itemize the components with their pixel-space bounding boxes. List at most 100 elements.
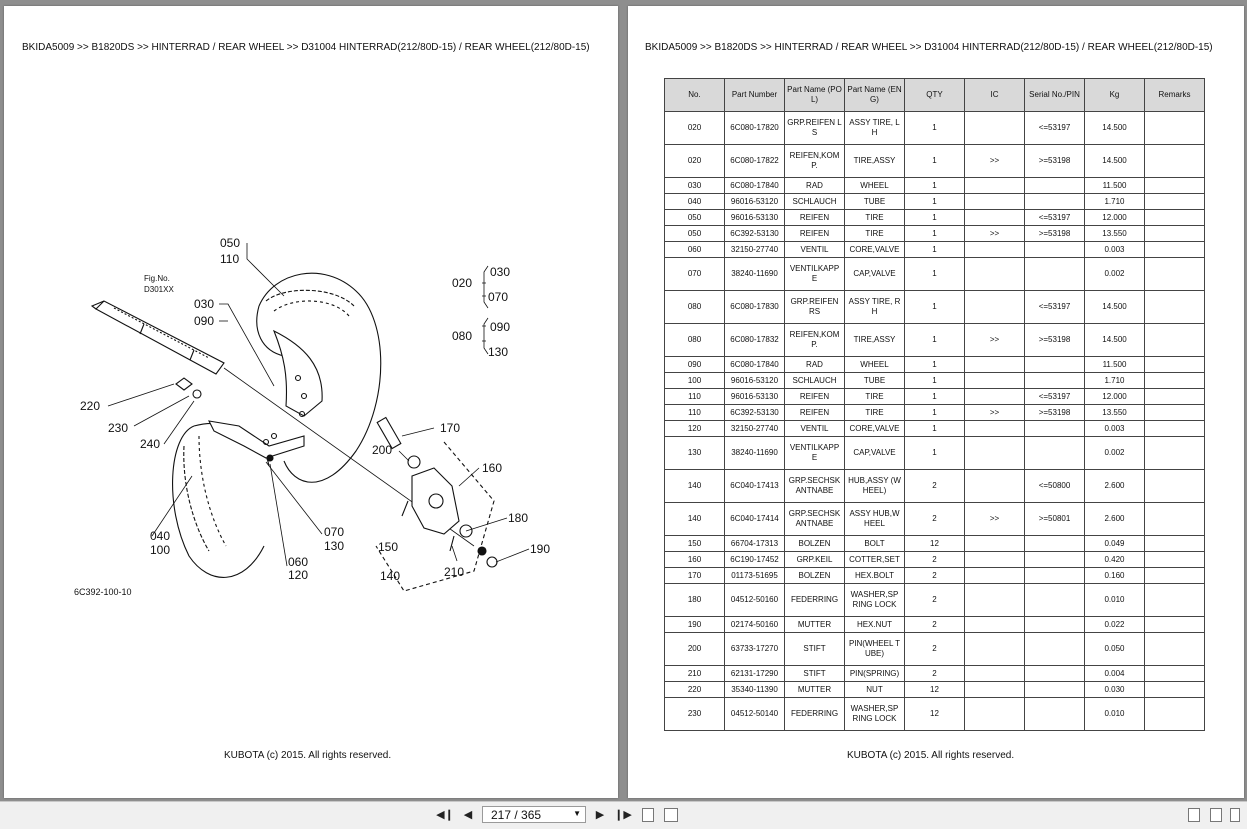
- next-page-icon[interactable]: ▶: [595, 809, 605, 821]
- cell-part-number: 6C190-17452: [724, 551, 785, 568]
- page-layout-icon[interactable]: [642, 808, 654, 822]
- cell-qty: 1: [904, 356, 965, 373]
- header-ic: IC: [964, 78, 1025, 112]
- cell-part-number: 6C080-17840: [724, 356, 785, 373]
- cell-part-name-pol: GRP.SECHSK ANTNABE: [784, 469, 845, 503]
- breadcrumb: BKIDA5009 >> B1820DS >> HINTERRAD / REAR…: [645, 42, 1213, 53]
- cell-qty: 1: [904, 144, 965, 178]
- two-page-icon[interactable]: [664, 808, 678, 822]
- cell-part-name-pol: GRP.REIFEN LS: [784, 111, 845, 145]
- cell-ic: >>: [964, 404, 1025, 421]
- last-page-icon[interactable]: ❙▶: [614, 809, 632, 821]
- cell-kg: 11.500: [1084, 356, 1145, 373]
- cell-no: 190: [664, 616, 725, 633]
- cell-part-number: 6C080-17830: [724, 290, 785, 324]
- callout-070: 070: [324, 525, 344, 539]
- first-page-icon[interactable]: ◀❙: [436, 809, 454, 821]
- callout-150: 150: [378, 540, 398, 554]
- cell-no: 110: [664, 388, 725, 405]
- cell-kg: 0.420: [1084, 551, 1145, 568]
- cell-kg: 1.710: [1084, 372, 1145, 389]
- cell-ic: [964, 632, 1025, 666]
- cell-no: 150: [664, 535, 725, 552]
- single-page-view-icon[interactable]: [1188, 808, 1200, 822]
- figure-code: 6C392-100-10: [74, 587, 132, 597]
- cell-serial: [1024, 356, 1085, 373]
- cell-qty: 1: [904, 257, 965, 291]
- cell-part-name-eng: CORE,VALVE: [844, 241, 905, 258]
- cell-remarks: [1144, 241, 1205, 258]
- cell-part-name-eng: ASSY TIRE, LH: [844, 111, 905, 145]
- callout-030-group: 030: [490, 265, 510, 279]
- cell-part-number: 6C392-53130: [724, 225, 785, 242]
- continuous-view-icon[interactable]: [1210, 808, 1222, 822]
- page-selector[interactable]: 217 / 365 ▼: [482, 806, 586, 823]
- cell-part-name-eng: TIRE: [844, 388, 905, 405]
- cell-serial: [1024, 697, 1085, 731]
- cell-part-number: 63733-17270: [724, 632, 785, 666]
- cell-remarks: [1144, 420, 1205, 437]
- cell-part-name-eng: TUBE: [844, 193, 905, 210]
- prev-page-icon[interactable]: ◀: [463, 809, 473, 821]
- cell-part-name-eng: HEX.NUT: [844, 616, 905, 633]
- cell-part-name-pol: GRP.KEIL: [784, 551, 845, 568]
- cell-serial: [1024, 372, 1085, 389]
- cell-qty: 2: [904, 567, 965, 584]
- cell-remarks: [1144, 436, 1205, 470]
- cell-kg: 13.550: [1084, 404, 1145, 421]
- cell-part-name-eng: ASSY TIRE, RH: [844, 290, 905, 324]
- cell-kg: 0.050: [1084, 632, 1145, 666]
- cell-kg: 0.160: [1084, 567, 1145, 584]
- cell-remarks: [1144, 616, 1205, 633]
- cell-kg: 12.000: [1084, 388, 1145, 405]
- callout-220: 220: [80, 399, 100, 413]
- cell-kg: 14.500: [1084, 323, 1145, 357]
- cell-qty: 1: [904, 241, 965, 258]
- cell-part-name-pol: BOLZEN: [784, 535, 845, 552]
- callout-100: 100: [150, 543, 170, 557]
- cell-ic: [964, 535, 1025, 552]
- callout-130: 130: [324, 539, 344, 553]
- cell-part-name-eng: WHEEL: [844, 177, 905, 194]
- cell-serial: [1024, 551, 1085, 568]
- cell-part-name-eng: CORE,VALVE: [844, 420, 905, 437]
- cell-ic: [964, 616, 1025, 633]
- cell-part-name-pol: REIFEN: [784, 388, 845, 405]
- cell-part-name-eng: PIN(SPRING): [844, 665, 905, 682]
- cell-no: 080: [664, 290, 725, 324]
- cell-remarks: [1144, 535, 1205, 552]
- table-header-row: No. Part Number Part Name (POL) Part Nam…: [664, 78, 1205, 112]
- cell-kg: 0.049: [1084, 535, 1145, 552]
- cell-serial: [1024, 177, 1085, 194]
- cell-remarks: [1144, 388, 1205, 405]
- facing-view-icon[interactable]: [1230, 808, 1240, 822]
- cell-no: 110: [664, 404, 725, 421]
- cell-no: 040: [664, 193, 725, 210]
- cell-part-number: 02174-50160: [724, 616, 785, 633]
- cell-part-number: 6C080-17822: [724, 144, 785, 178]
- cell-remarks: [1144, 551, 1205, 568]
- cell-part-number: 35340-11390: [724, 681, 785, 698]
- cell-ic: [964, 356, 1025, 373]
- cell-no: 220: [664, 681, 725, 698]
- breadcrumb: BKIDA5009 >> B1820DS >> HINTERRAD / REAR…: [22, 42, 590, 53]
- cell-part-name-eng: HEX.BOLT: [844, 567, 905, 584]
- cell-part-name-pol: VENTIL: [784, 241, 845, 258]
- cell-kg: 12.000: [1084, 209, 1145, 226]
- callout-070-group: 070: [488, 290, 508, 304]
- cell-no: 140: [664, 502, 725, 536]
- cell-part-name-pol: SCHLAUCH: [784, 193, 845, 210]
- cell-remarks: [1144, 225, 1205, 242]
- cell-part-name-pol: REIFEN,KOM P.: [784, 323, 845, 357]
- wheel-rim: [272, 329, 323, 418]
